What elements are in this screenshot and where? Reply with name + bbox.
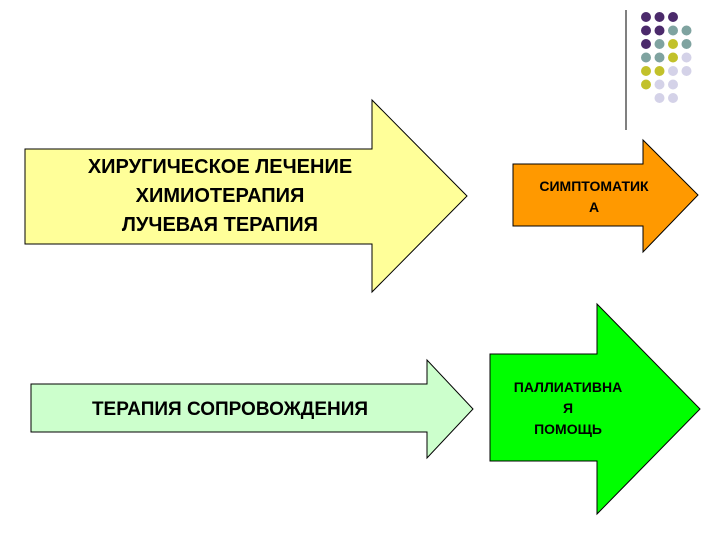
- decorative-dot: [654, 52, 665, 63]
- decorative-dot: [654, 66, 665, 76]
- palliative-line-2: Я: [562, 399, 574, 416]
- decorative-dot: [668, 79, 678, 90]
- symptomatic-line-1: СИМПТОМАТИК: [539, 178, 649, 194]
- decorative-dot: [668, 66, 678, 76]
- decorative-dot: [641, 25, 651, 36]
- decorative-dot: [681, 25, 692, 36]
- decorative-dot: [668, 93, 678, 103]
- palliative-line-1: ПАЛЛИАТИВНА: [513, 378, 623, 395]
- decorative-dot: [641, 66, 651, 76]
- treatment-arrow-label: ХИРУГИЧЕСКОЕ ЛЕЧЕНИЕ ХИМИОТЕРАПИЯ ЛУЧЕВА…: [40, 152, 400, 240]
- palliative-care-arrow: [489, 302, 701, 516]
- treatment-arrow: [24, 98, 468, 294]
- decorative-dot: [641, 12, 651, 22]
- decorative-dot: [641, 79, 651, 90]
- symptomatic-arrow: [512, 138, 699, 254]
- treatment-line-radiation: ЛУЧЕВАЯ ТЕРАПИЯ: [121, 213, 319, 236]
- decorative-dot: [654, 25, 665, 36]
- decorative-dot: [641, 39, 651, 49]
- decorative-dot: [654, 39, 665, 49]
- decorative-dot: [654, 93, 665, 103]
- symptomatic-arrow-label: СИМПТОМАТИК А: [514, 172, 674, 222]
- palliative-care-arrow-label: ПАЛЛИАТИВНА Я ПОМОЩЬ: [488, 372, 648, 444]
- decorative-dot: [668, 12, 678, 22]
- treatment-line-chemo: ХИМИОТЕРАПИЯ: [135, 184, 305, 207]
- decorative-dot: [654, 12, 665, 22]
- decorative-dot: [668, 25, 678, 36]
- dot-grid: [641, 12, 692, 103]
- decorative-dot: [668, 52, 678, 63]
- symptomatic-line-2: А: [588, 199, 600, 215]
- treatment-line-surgery: ХИРУГИЧЕСКОЕ ЛЕЧЕНИЕ: [87, 155, 353, 178]
- palliative-line-3: ПОМОЩЬ: [534, 420, 602, 437]
- decorative-dot: [641, 52, 651, 63]
- decorative-dot: [681, 52, 692, 63]
- supportive-therapy-line-1: ТЕРАПИЯ СОПРОВОЖДЕНИЯ: [91, 399, 369, 420]
- decorative-dot: [654, 79, 665, 90]
- decorative-dot: [681, 66, 692, 76]
- supportive-therapy-arrow: [30, 358, 474, 460]
- decorative-dot: [681, 39, 692, 49]
- decorative-dot: [668, 39, 678, 49]
- supportive-therapy-arrow-label: ТЕРАПИЯ СОПРОВОЖДЕНИЯ: [40, 386, 420, 434]
